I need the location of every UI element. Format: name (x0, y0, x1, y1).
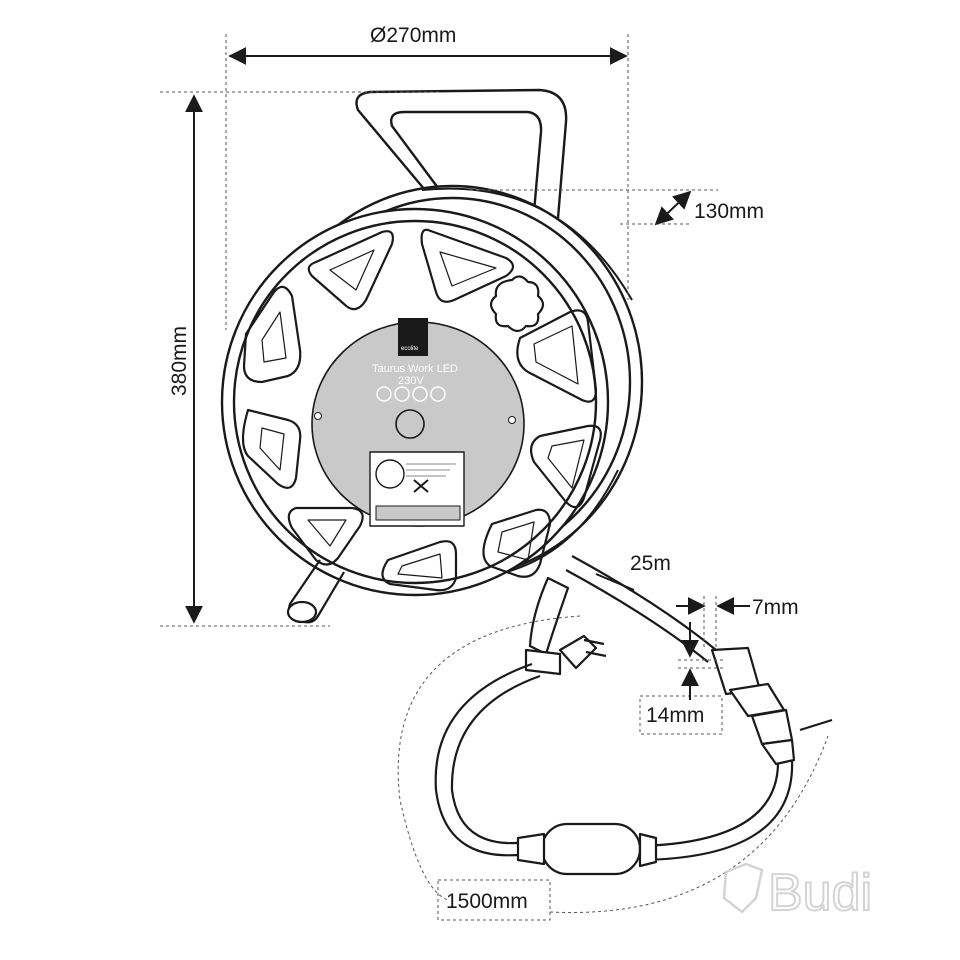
lead-cable (434, 662, 541, 857)
brand-name: ecolite (401, 346, 419, 352)
watermark-text: Budi (768, 864, 872, 922)
cable-reel (220, 88, 796, 876)
diameter-label: Ø270mm (370, 24, 456, 47)
winding-knob (489, 275, 545, 333)
end-connector (710, 646, 796, 766)
cable-length-label: 25m (630, 552, 671, 575)
outlet-icons (376, 386, 446, 402)
cable-width-label: 14mm (646, 704, 704, 727)
stand-foot (286, 559, 345, 624)
inline-connector (516, 822, 658, 876)
lead-length-label: 1500mm (446, 890, 528, 913)
hub-axle-hole (395, 409, 425, 439)
dimension-lines (160, 34, 829, 921)
carry-handle (355, 88, 568, 219)
model-name: Taurus Work LED (372, 363, 458, 375)
mains-plug (524, 576, 607, 676)
cable-thickness-label: 7mm (752, 596, 799, 619)
watermark: Budi (722, 862, 873, 923)
voltage-label: 230V (398, 375, 424, 387)
main-cable (571, 555, 717, 651)
watermark-logo-icon (722, 862, 764, 914)
depth-label: 130mm (694, 200, 764, 223)
brand-logo (398, 318, 428, 356)
flange-windows (241, 228, 602, 592)
height-label: 380mm (168, 326, 191, 396)
dimension-arrows (185, 47, 833, 731)
